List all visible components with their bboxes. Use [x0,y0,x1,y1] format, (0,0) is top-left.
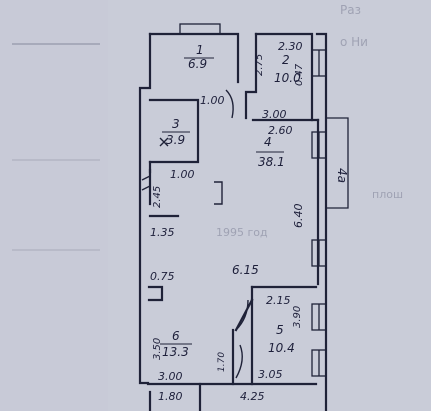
room-4-number: 4 [264,135,272,149]
room-6-number: 6 [172,329,180,343]
fixtures [141,89,249,379]
balcony-4a-outline [326,117,349,209]
dim-3-00b: 3.00 [158,370,183,383]
room-4-area: 38.1 [258,155,285,169]
dim-3-05: 3.05 [258,368,283,381]
background-document: Раз о Ни плош 1995 год [12,3,404,251]
background-text-line4: 1995 год [216,226,268,239]
walls [138,32,328,411]
window-top [179,23,221,35]
room-1-walls [148,32,240,84]
dim-1-80: 1.80 [158,390,183,403]
fixture-bracket [214,181,223,205]
dim-1-00: 1.00 [200,94,225,107]
outer-wall-right [315,32,328,411]
dim-1-70: 1.70 [217,352,227,372]
room-2-area: 10.0 [274,71,301,85]
dim-6-15: 6.15 [232,263,259,277]
room-5-area: 10.4 [268,341,295,355]
dim-2-60: 2.60 [268,124,293,137]
dim-4-25: 4.25 [240,390,265,403]
windows [179,23,349,377]
room-3-area: 3.9 [166,133,185,147]
dim-0-75: 0.75 [150,270,175,283]
door-arc-6 [235,344,243,379]
room-2-left-wall [244,32,258,120]
dim-0-47: 0.47 [294,63,305,86]
niche-walls [147,285,164,302]
dim-2-15: 2.15 [266,294,291,307]
dim-1-35: 1.35 [150,226,175,239]
doorway-shading [141,174,151,191]
outer-wall-top-right [254,32,314,122]
room-2-number: 2 [282,53,290,67]
door-arc-1 [225,89,234,119]
room-labels: 1 6.9 2 10.0 3 3.9 4 38.1 5 10.4 6 13.3 … [160,43,349,359]
room-6-area: 13.3 [162,345,189,359]
room-3-walls [148,98,200,164]
outer-wall-left [138,32,152,385]
balcony-4a-label: 4а [335,168,349,183]
background-text-line1: Раз [340,3,361,17]
dim-3-50: 3.50 [152,338,163,360]
room-3-number: 3 [172,117,180,131]
dim-2-30: 2.30 [278,40,303,53]
dim-3-00a: 3.00 [262,108,287,121]
dim-6-40: 6.40 [292,204,305,229]
dimension-labels: 2.30 2.75 0.47 1.00 3.00 2.60 1.00 2.45 … [150,40,305,403]
room-1-number: 1 [196,43,204,57]
dim-3-90: 3.90 [292,306,303,328]
door-arc-5 [235,299,249,331]
room-5-number: 5 [276,323,284,337]
room-5-door-leaf [234,298,254,332]
room-1-area: 6.9 [188,57,207,71]
dim-2-45: 2.45 [152,186,163,208]
dim-2-75: 2.75 [254,54,265,76]
background-text-line2: о Ни [340,35,368,49]
dim-1-00b: 1.00 [170,168,195,181]
bath-mark [159,137,169,147]
background-text-line3: плош [372,188,403,201]
